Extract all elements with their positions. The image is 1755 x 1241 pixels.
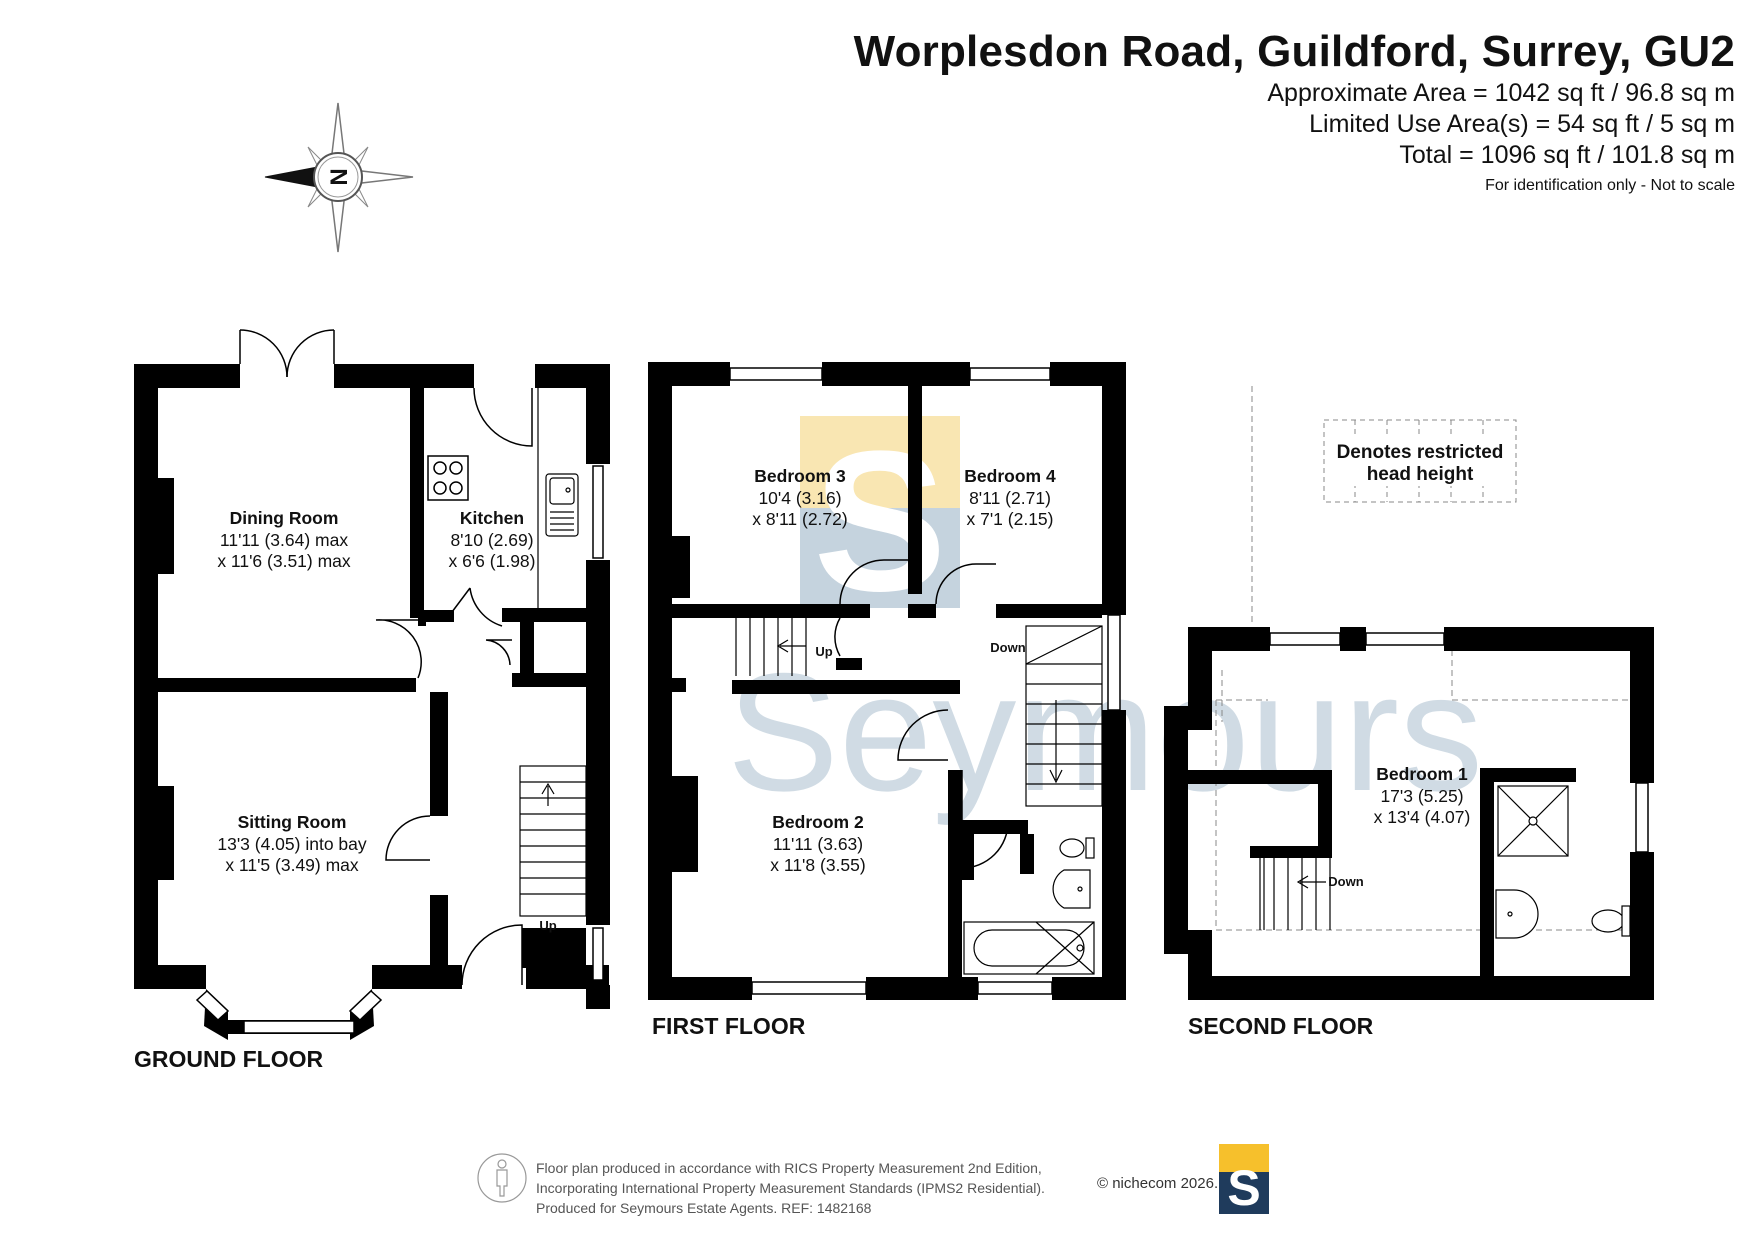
room-label-sitting: Sitting Room 13'3 (4.05) into bay x 11'5… (217, 812, 367, 875)
legend-line-2: head height (1367, 464, 1474, 485)
bath-icon (963, 921, 1095, 975)
scale-disclaimer: For identification only - Not to scale (1485, 177, 1735, 194)
stairs-up-label: Up (815, 644, 832, 659)
footer-line-2: Incorporating International Property Mea… (536, 1180, 1045, 1196)
total-area: Total = 1096 sq ft / 101.8 sq m (1399, 141, 1735, 169)
person-icon (477, 1153, 527, 1203)
second-floor-label: SECOND FLOOR (1188, 1013, 1374, 1039)
footer-line-1: Floor plan produced in accordance with R… (536, 1160, 1042, 1176)
basin-icon (1052, 869, 1091, 909)
room-dimension: x 11'5 (3.49) max (225, 855, 359, 875)
legend-line-1: Denotes restricted (1337, 442, 1504, 463)
second-floor: Denotes restricted head height (1164, 386, 1654, 1039)
room-label-bedroom4: Bedroom 4 8'11 (2.71) x 7'1 (2.15) (964, 466, 1056, 529)
room-dimension: 11'11 (3.63) (773, 834, 863, 854)
room-name: Bedroom 3 (754, 466, 846, 486)
ground-floor-stairs (519, 765, 587, 917)
approximate-area: Approximate Area = 1042 sq ft / 96.8 sq … (1267, 79, 1735, 107)
property-address: Worplesdon Road, Guildford, Surrey, GU2 (853, 27, 1735, 76)
second-floor-stairs (1259, 858, 1331, 930)
room-name: Bedroom 1 (1376, 764, 1468, 784)
footer-line-3: Produced for Seymours Estate Agents. REF… (536, 1200, 872, 1216)
first-floor-label: FIRST FLOOR (652, 1013, 806, 1039)
room-dimension: x 8'11 (2.72) (752, 509, 847, 529)
room-dimension: 13'3 (4.05) into bay (217, 834, 367, 854)
watermark-logo-letter: S (813, 410, 946, 633)
room-label-bedroom1: Bedroom 1 17'3 (5.25) x 13'4 (4.07) (1374, 764, 1471, 827)
stairs-down-label: Down (1328, 874, 1363, 889)
logo-letter: S (1227, 1160, 1260, 1216)
footer-notes: Floor plan produced in accordance with R… (536, 1158, 1045, 1218)
room-name: Bedroom 2 (772, 812, 864, 832)
nichecom-copyright: © nichecom 2026. (1097, 1175, 1219, 1192)
room-dimension: 17'3 (5.25) (1380, 786, 1463, 806)
shower-icon (1497, 785, 1569, 857)
first-floor-stairs (735, 618, 1103, 807)
hob-icon (427, 455, 469, 501)
ground-floor: Dining Room 11'11 (3.64) max x 11'6 (3.5… (134, 329, 610, 1072)
compass-rose: N (264, 102, 414, 253)
room-dimension: 8'11 (2.71) (969, 488, 1051, 508)
first-floor: Bedroom 3 10'4 (3.16) x 8'11 (2.72) Bedr… (648, 362, 1126, 1039)
compass-north-label: N (326, 168, 353, 185)
room-name: Bedroom 4 (964, 466, 1056, 486)
plan-header: Worplesdon Road, Guildford, Surrey, GU2 … (854, 26, 1735, 201)
room-name: Sitting Room (238, 812, 347, 832)
room-name: Dining Room (230, 508, 339, 528)
room-label-dining: Dining Room 11'11 (3.64) max x 11'6 (3.5… (217, 508, 351, 571)
room-dimension: x 11'8 (3.55) (770, 855, 865, 875)
limited-use-area: Limited Use Area(s) = 54 sq ft / 5 sq m (1309, 110, 1735, 138)
stairs-up-label: Up (539, 918, 556, 933)
room-dimension: x 13'4 (4.07) (1374, 807, 1471, 827)
room-dimension: x 7'1 (2.15) (967, 509, 1054, 529)
room-dimension: x 11'6 (3.51) max (217, 551, 351, 571)
stairs-down-label: Down (990, 640, 1025, 655)
room-label-kitchen: Kitchen 8'10 (2.69) x 6'6 (1.98) (449, 508, 536, 571)
restricted-height-legend: Denotes restricted head height (1323, 419, 1517, 503)
room-dimension: 8'10 (2.69) (450, 530, 533, 550)
ground-floor-label: GROUND FLOOR (134, 1046, 323, 1072)
room-name: Kitchen (460, 508, 524, 528)
room-label-bedroom3: Bedroom 3 10'4 (3.16) x 8'11 (2.72) (752, 466, 847, 529)
seymours-logo: S (1219, 1144, 1269, 1216)
room-dimension: x 6'6 (1.98) (449, 551, 536, 571)
basin-icon (1495, 889, 1539, 939)
kitchen-sink-icon (537, 388, 579, 610)
toilet-icon (1591, 905, 1631, 937)
toilet-icon (1059, 837, 1095, 859)
room-label-bedroom2: Bedroom 2 11'11 (3.63) x 11'8 (3.55) (770, 812, 865, 875)
room-dimension: 11'11 (3.64) max (220, 530, 348, 550)
room-dimension: 10'4 (3.16) (758, 488, 841, 508)
